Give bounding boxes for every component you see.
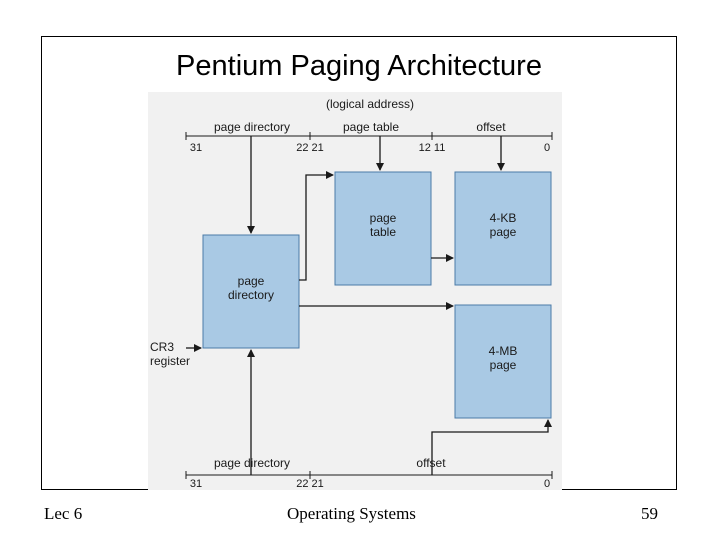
bottom-field-offset: offset bbox=[416, 456, 446, 470]
cr3-label-line1: CR3 bbox=[150, 340, 174, 354]
bottom-bit-0: 0 bbox=[544, 478, 550, 490]
page-table-box: page table bbox=[334, 171, 432, 286]
footer-course: Operating Systems bbox=[287, 504, 416, 523]
top-field-page-directory: page directory bbox=[214, 120, 290, 134]
top-field-page-table: page table bbox=[343, 120, 399, 134]
cr3-label-line2: register bbox=[150, 354, 190, 368]
bottom-bit-31: 31 bbox=[190, 478, 202, 490]
top-bit-0: 0 bbox=[544, 142, 550, 154]
bottom-address-bar: page directory offset 31 22 21 0 bbox=[185, 456, 553, 490]
page-directory-label-line1: page bbox=[238, 274, 265, 288]
top-bit-12-11: 12 11 bbox=[419, 142, 446, 154]
page-4kb-label-line2: page bbox=[490, 225, 517, 239]
page-4mb-label-line2: page bbox=[490, 358, 517, 372]
footer-lecture: Lec 6 bbox=[44, 504, 83, 523]
page-directory-label-line2: directory bbox=[228, 288, 274, 302]
logical-address-caption: (logical address) bbox=[326, 97, 414, 111]
page-table-label-line1: page bbox=[370, 211, 397, 225]
top-bit-31: 31 bbox=[190, 142, 202, 154]
top-field-offset: offset bbox=[476, 120, 506, 134]
page-4mb-box: 4-MB page bbox=[454, 304, 552, 419]
footer-slide-number: 59 bbox=[641, 504, 658, 523]
bottom-bit-22-21: 22 21 bbox=[296, 478, 324, 490]
page-table-label-line2: table bbox=[370, 225, 396, 239]
top-address-bar: page directory page table offset 31 22 2… bbox=[185, 120, 553, 154]
page-4mb-label-line1: 4-MB bbox=[489, 344, 518, 358]
arrow-directory-to-table bbox=[299, 171, 334, 281]
arrow-bottom-offset-to-4mb bbox=[431, 419, 552, 475]
page-directory-box: page directory bbox=[202, 234, 300, 349]
slide-title: Pentium Paging Architecture bbox=[176, 50, 542, 82]
page-4kb-label-line1: 4-KB bbox=[490, 211, 517, 225]
bottom-field-page-directory: page directory bbox=[214, 456, 290, 470]
connector-arrows bbox=[186, 136, 552, 475]
page-4kb-box: 4-KB page bbox=[454, 171, 552, 286]
top-bit-22-21: 22 21 bbox=[296, 142, 324, 154]
